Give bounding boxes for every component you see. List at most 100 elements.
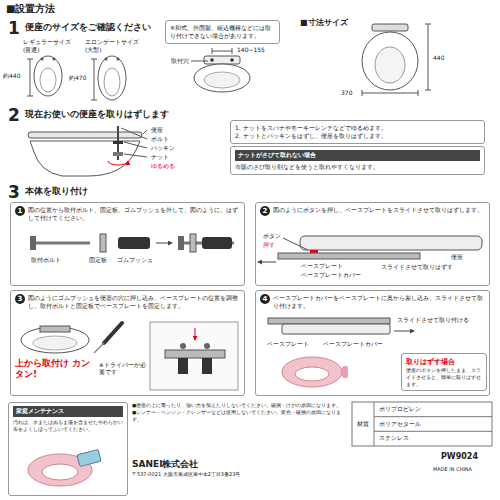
nut	[113, 152, 123, 156]
size-label: レギュラーサイズ (普通)	[22, 38, 78, 53]
action-label: ゆるめる	[150, 162, 176, 170]
note-text: ※ドライバーが必要です	[98, 362, 148, 376]
mount-hole	[105, 58, 108, 61]
seat	[300, 236, 482, 250]
remove-seat-illustration	[28, 126, 147, 176]
arrow	[156, 243, 172, 244]
part-name: ボルト	[150, 135, 170, 143]
bowl-rim	[194, 64, 250, 92]
tip-box: ナットがさびて取れない場合市販のさび取り剤などを使うと取れやすくなります。	[230, 146, 485, 175]
dimension-line	[27, 59, 33, 96]
maintenance-box: 家庭メンテナンス汚れは、水またはぬるま湯を含ませたやわらかい布をよくしぼってふい…	[8, 402, 128, 496]
base-plate	[278, 253, 420, 259]
small-text: 便座のボタンを押したまま、スライドさせると、簡単に取りはずせます。	[406, 367, 482, 387]
stepnum-text: 2	[8, 106, 20, 124]
small-text: ●便座の上に乗ったり、強い力を加えたりしないでください。破損・けがの原因になりま…	[132, 402, 347, 409]
dimension: 140~155	[236, 46, 266, 54]
mount-hole	[210, 58, 214, 62]
detail-inset	[150, 322, 238, 390]
rubber-bush	[202, 358, 212, 374]
toilet-bowl	[30, 141, 140, 176]
table-cell: ポリプロピレン	[378, 405, 422, 413]
rubber-bush	[118, 237, 150, 249]
rubber-bush	[202, 237, 232, 249]
bolt-shaft	[36, 242, 90, 245]
dimension: 約440	[2, 72, 21, 80]
part-name: ベースプレート	[266, 340, 310, 348]
table-rule	[374, 416, 492, 417]
cloth	[77, 449, 101, 466]
note-text: ※和式、外国製、組込機種などには取り付けできない場合があります。	[170, 24, 275, 40]
note-box: ※和式、外国製、組込機種などには取り付けできない場合があります。	[165, 20, 280, 44]
circnum-text: 3	[15, 294, 25, 304]
part-name: ベースプレートカバー	[300, 271, 362, 279]
bolt-head	[30, 236, 36, 250]
leader-line	[124, 154, 147, 157]
mount-hole	[53, 58, 56, 61]
table-cell: 材質	[356, 420, 370, 428]
dimension: 370	[340, 89, 353, 97]
bolt-head	[204, 343, 210, 349]
steptitle-text: 本体を取り付け	[25, 185, 88, 198]
seat-outline	[34, 56, 62, 96]
mount-hole	[230, 58, 234, 62]
removal-note: 取りはずす場合便座のボタンを押したまま、スライドさせると、簡単に取りはずせます。	[401, 353, 487, 391]
circnum-text: 1	[15, 206, 25, 216]
maintenance-illustration	[28, 449, 101, 486]
origin-mark: MADE IN CHINA	[432, 466, 473, 472]
part-name: 固定板	[88, 256, 108, 264]
model-number: PW9024	[440, 452, 479, 462]
circnum-text: 4	[260, 294, 270, 304]
subhead-text: ■寸法サイズ	[300, 17, 348, 28]
part-name: 便座	[450, 253, 464, 261]
packing	[113, 141, 123, 144]
screwdriver-tip	[94, 343, 104, 353]
bowl-hole-view	[191, 48, 250, 92]
action-label: スライドさせて取りはずす	[380, 263, 454, 271]
table-frame	[352, 402, 492, 446]
action-label: スライドさせて取り付ける	[396, 316, 470, 324]
hinge	[372, 24, 408, 31]
part-name: ナット	[150, 153, 170, 161]
down-arrow	[195, 328, 196, 340]
leader-line	[124, 142, 147, 148]
bolt-parts-illustration	[30, 234, 234, 252]
base-plate-removal-illustration	[258, 236, 482, 262]
part-name: 取付ボルト	[30, 256, 62, 264]
bowl-opening	[33, 336, 77, 350]
elongated-seat	[91, 56, 126, 100]
redhead-text: 取りはずす場合	[406, 357, 482, 367]
mount-hole	[117, 58, 120, 61]
part-name: ボタン	[262, 232, 282, 240]
base-plate	[40, 326, 70, 332]
part-name: 便座	[150, 126, 164, 134]
loosen-arrow	[108, 161, 128, 165]
company-text: SANEI株式会社	[132, 458, 347, 471]
screwdriver-handle	[104, 323, 122, 343]
seat-outline	[362, 32, 418, 90]
stepnum-text: 3	[8, 183, 20, 201]
hinge	[342, 366, 348, 378]
leader-line	[283, 238, 308, 250]
dimension: 440	[432, 54, 445, 62]
body-text: 図のようにゴムブッシュを便器の穴に押し込み、ベースプレートの位置を調整し、取付ボ…	[15, 294, 240, 310]
substep-box: 3図のようにゴムブッシュを便器の穴に押し込み、ベースプレートの位置を調整し、取付…	[10, 290, 245, 396]
leader-line	[121, 128, 147, 139]
table-cell: ステンレス	[378, 434, 410, 442]
section-header: ■寸法サイズ	[300, 17, 348, 32]
body-text: 市販のさび取り剤などを使うと取れやすくなります。	[235, 163, 480, 171]
bowl-rim	[21, 327, 89, 353]
dimension-line	[362, 90, 418, 96]
emphasis-text: 上から取付け カンタン!	[14, 358, 96, 380]
small-text: 〒537-0021 大阪市東成区東中本2丁目3番23号	[132, 471, 347, 478]
small-text: ●シンナー・ベンジン・クレンザーなどは使用しないでください。変色・破損の原因にな…	[132, 409, 347, 423]
base-plate	[165, 350, 225, 358]
slide-arrow	[258, 262, 276, 263]
seat	[28, 132, 142, 138]
dimension: 約470	[68, 74, 87, 82]
bolt-head	[180, 343, 186, 349]
cover-attach-illustration	[268, 318, 414, 387]
seat-opening	[295, 367, 329, 381]
part-name: ベースプレート	[300, 262, 344, 270]
